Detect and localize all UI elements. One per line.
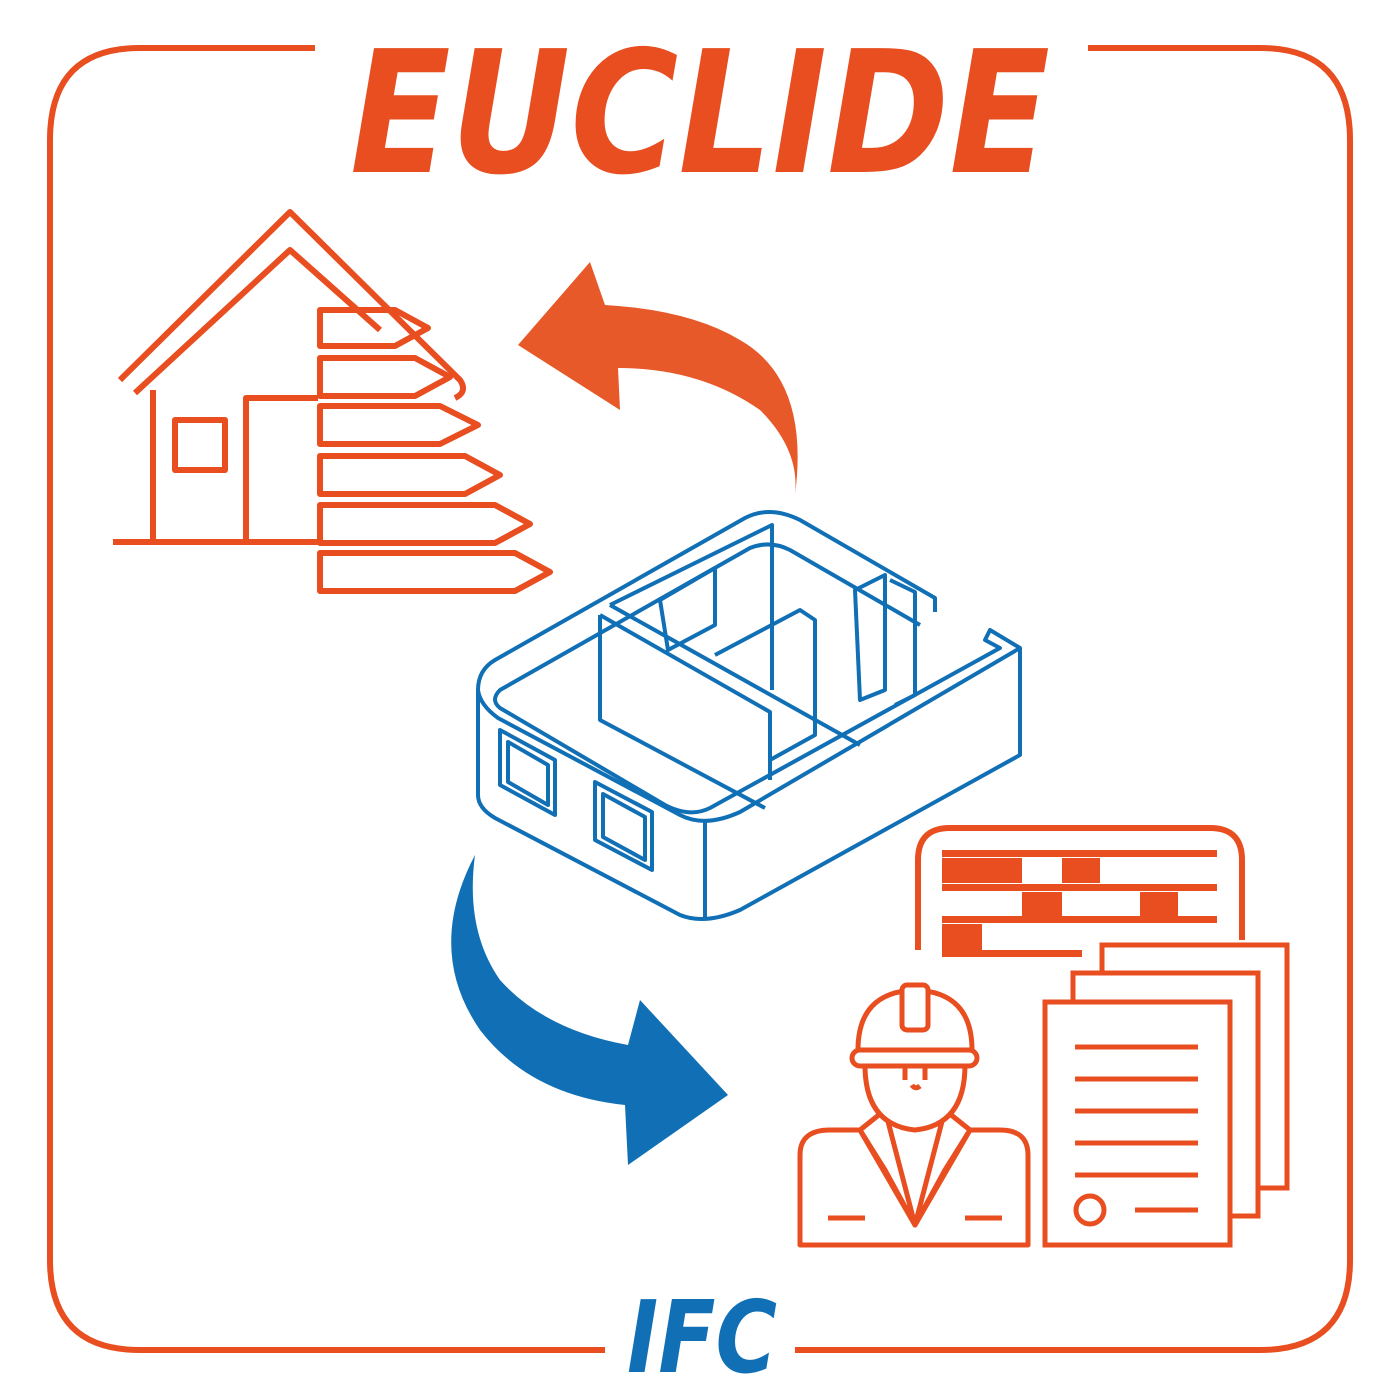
engineer-icon xyxy=(797,982,1031,1248)
frame-border xyxy=(47,45,1353,1353)
documents-icon xyxy=(1042,942,1290,1248)
report-table-icon xyxy=(915,825,1245,957)
curved-arrow-down-icon xyxy=(451,855,728,1165)
building-3d-model-icon xyxy=(476,510,1022,921)
footer-ifc: IFC xyxy=(627,1279,777,1396)
title-euclide: EUCLIDE xyxy=(350,15,1050,213)
curved-arrow-up-icon xyxy=(518,262,798,495)
house-energy-label-icon xyxy=(113,209,553,594)
